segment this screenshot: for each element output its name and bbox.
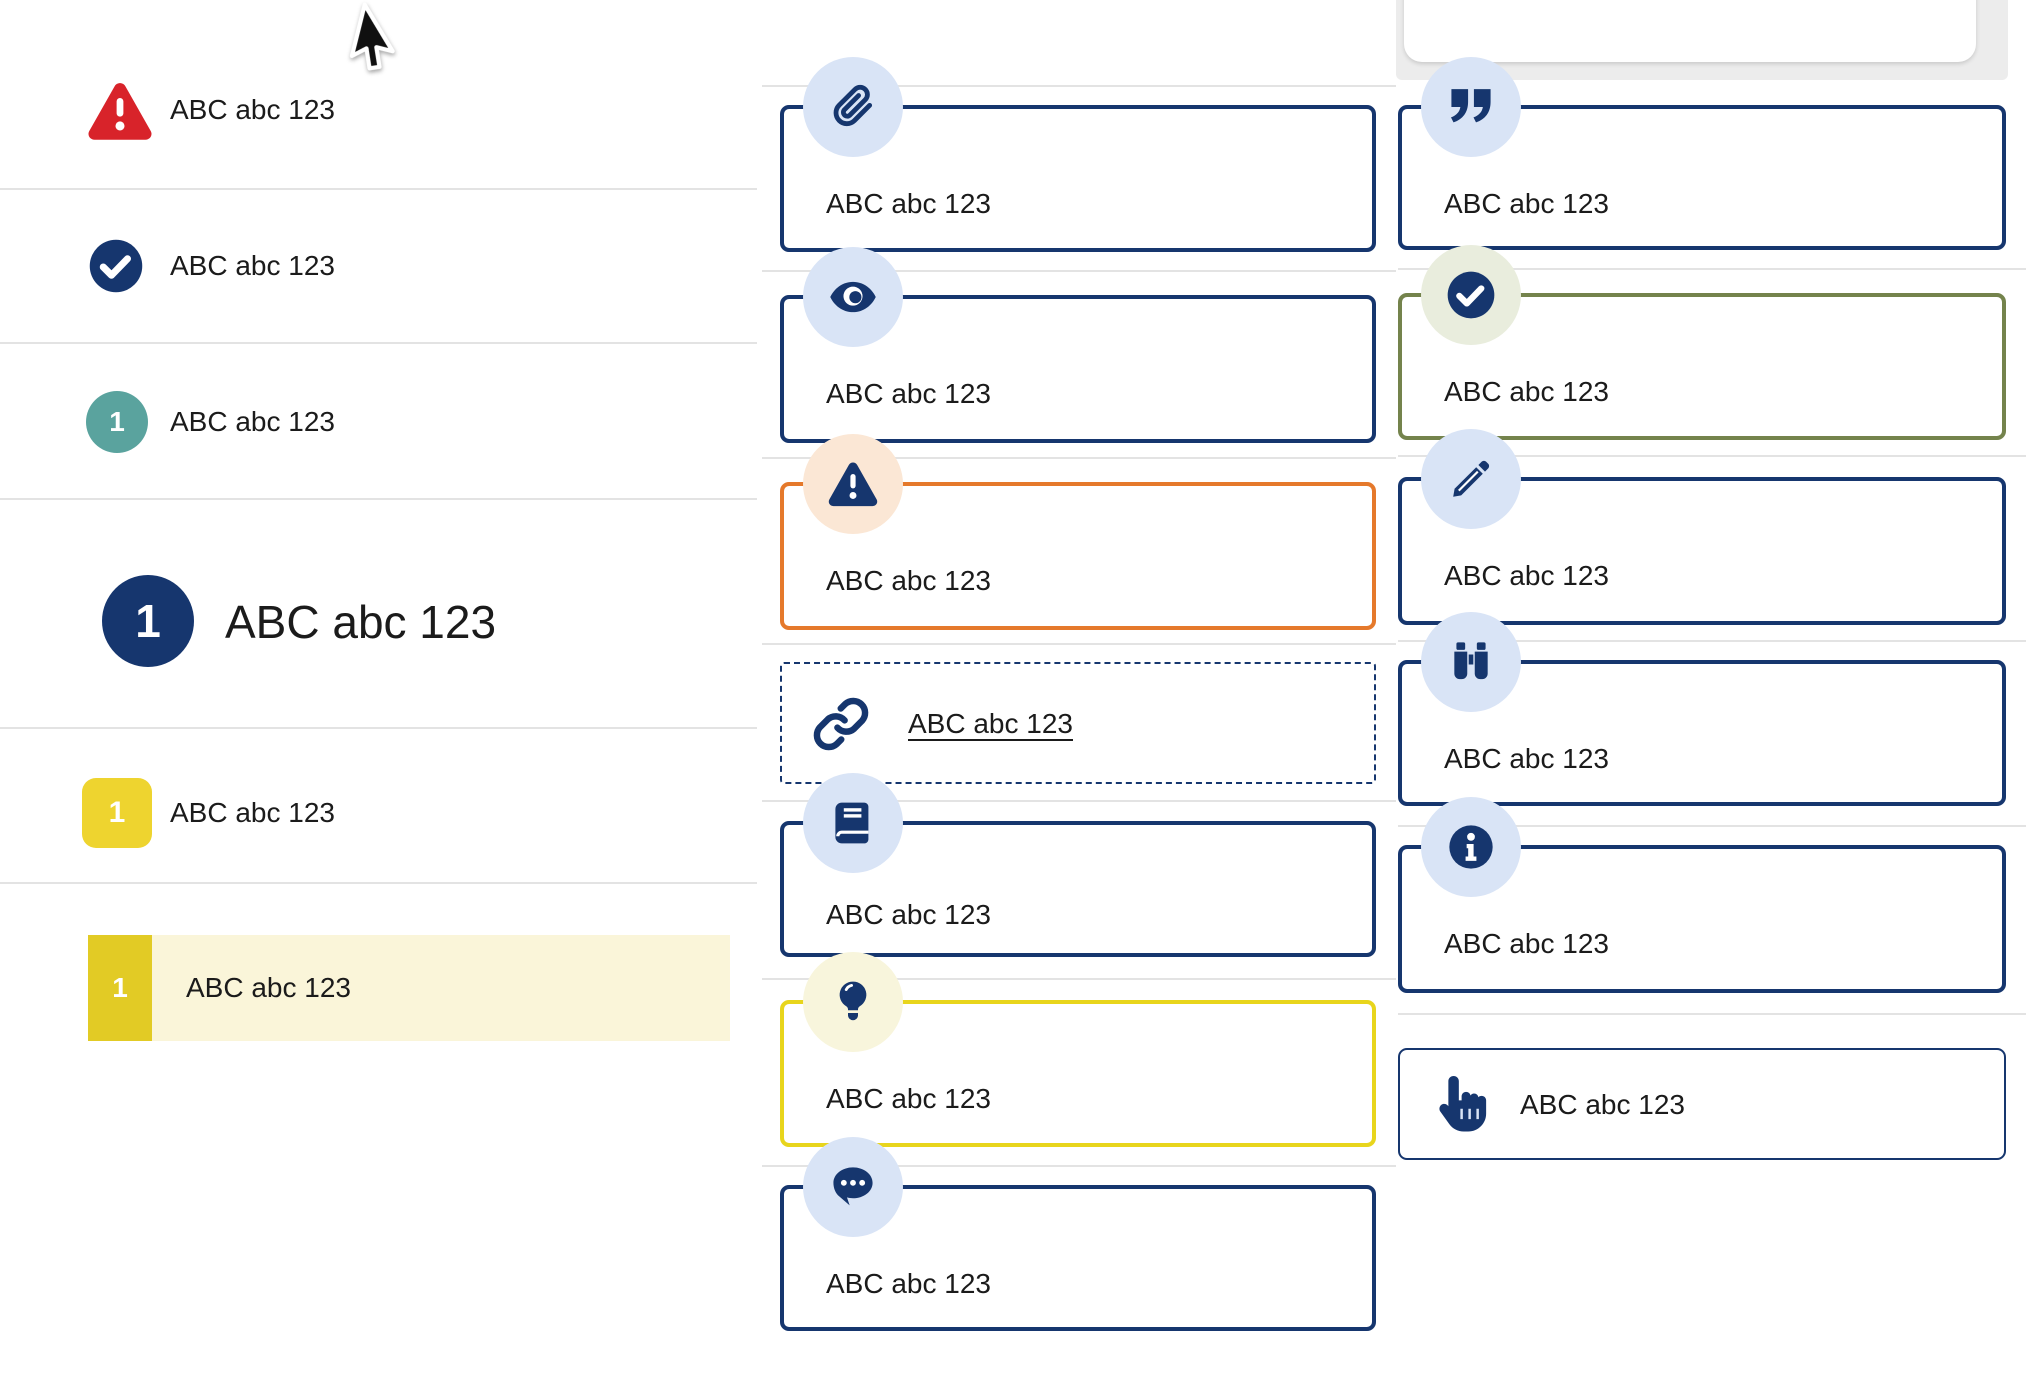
list-item-label: ABC abc 123 (186, 972, 351, 1003)
card-label: ABC abc 123 (1444, 188, 1609, 219)
pencil-icon (1453, 460, 1490, 497)
list-item: ABC abc 123 (0, 230, 757, 310)
badge-circle (1421, 429, 1521, 529)
check-circle-icon (89, 239, 143, 293)
badge-circle (1421, 612, 1521, 712)
step-badge-yellow: 1 (82, 778, 152, 848)
callout-card-comment: ABC abc 123 (780, 1185, 1376, 1331)
alert-triangle-icon (828, 462, 878, 507)
divider (762, 978, 1396, 980)
badge-circle (803, 434, 903, 534)
hand-pointer-icon (1439, 1076, 1487, 1132)
badge-circle (803, 1137, 903, 1237)
divider (0, 188, 757, 190)
list-item-label: ABC abc 123 (170, 406, 335, 437)
list-item-label: ABC abc 123 (225, 596, 497, 648)
card-label: ABC abc 123 (1444, 928, 1609, 959)
list-item-label: ABC abc 123 (170, 797, 335, 828)
list-item-label: ABC abc 123 (170, 94, 335, 125)
badge-circle (1421, 245, 1521, 345)
badge-circle (1421, 57, 1521, 157)
alert-triangle-icon (88, 83, 152, 140)
divider (0, 882, 757, 884)
divider (762, 1165, 1396, 1167)
callout-card-warning: ABC abc 123 (780, 482, 1376, 630)
card-label: ABC abc 123 (1444, 743, 1609, 774)
binoculars-icon (1454, 642, 1488, 680)
list-item-label: ABC abc 123 (170, 250, 335, 281)
card-link-text[interactable]: ABC abc 123 (908, 708, 1073, 739)
step-number: 1 (135, 595, 161, 647)
check-circle-icon (1447, 271, 1495, 319)
card-label: ABC abc 123 (826, 565, 991, 596)
divider (0, 498, 757, 500)
speech-bubble-icon (833, 1167, 873, 1206)
book-icon (835, 802, 869, 844)
divider (0, 342, 757, 344)
divider (1398, 1013, 2026, 1015)
card-label: ABC abc 123 (1520, 1089, 1685, 1120)
list-item: 1 ABC abc 123 (0, 570, 757, 680)
callout-card-idea: ABC abc 123 (780, 1000, 1376, 1147)
callout-card-action[interactable]: ABC abc 123 (1398, 1048, 2006, 1160)
arrow-cursor (349, 2, 395, 71)
divider (1398, 825, 2026, 827)
badge-circle (803, 57, 903, 157)
paperclip-icon (833, 84, 873, 127)
divider (762, 457, 1396, 459)
badge-circle (803, 952, 903, 1052)
divider (762, 270, 1396, 272)
step-badge-teal: 1 (86, 391, 148, 453)
info-icon (1449, 825, 1493, 869)
divider (1398, 268, 2026, 270)
list-item: ABC abc 123 (0, 70, 757, 160)
row-highlight (152, 935, 730, 1041)
badge-circle (1421, 797, 1521, 897)
card-top-edge-white (1404, 0, 1976, 62)
card-label: ABC abc 123 (826, 1268, 991, 1299)
lightbulb-icon (839, 981, 867, 1021)
list-item-selected[interactable]: 1 ABC abc 123 (88, 935, 730, 1041)
step-number: 1 (112, 972, 128, 1003)
divider (762, 800, 1396, 802)
list-item: 1 ABC abc 123 (0, 778, 757, 858)
divider (1398, 455, 2026, 457)
step-number: 1 (108, 796, 126, 829)
divider (1398, 640, 2026, 642)
card-label: ABC abc 123 (826, 899, 991, 930)
badge-circle (803, 247, 903, 347)
divider (0, 727, 757, 729)
eye-icon (830, 281, 876, 313)
quote-icon (1451, 89, 1491, 123)
card-label: ABC abc 123 (1444, 560, 1609, 591)
card-label: ABC abc 123 (1444, 376, 1609, 407)
link-icon (813, 697, 869, 751)
step-badge-yellow-selected: 1 (88, 935, 152, 1041)
badge-circle (803, 773, 903, 873)
list-item: 1 ABC abc 123 (0, 390, 757, 470)
step-badge-navy-large: 1 (102, 575, 194, 667)
divider (762, 643, 1396, 645)
card-label: ABC abc 123 (826, 1083, 991, 1114)
divider (762, 85, 1396, 87)
callout-card-link[interactable]: ABC abc 123 (780, 662, 1376, 784)
step-number: 1 (109, 406, 125, 437)
card-label: ABC abc 123 (826, 378, 991, 409)
card-label: ABC abc 123 (826, 188, 991, 219)
